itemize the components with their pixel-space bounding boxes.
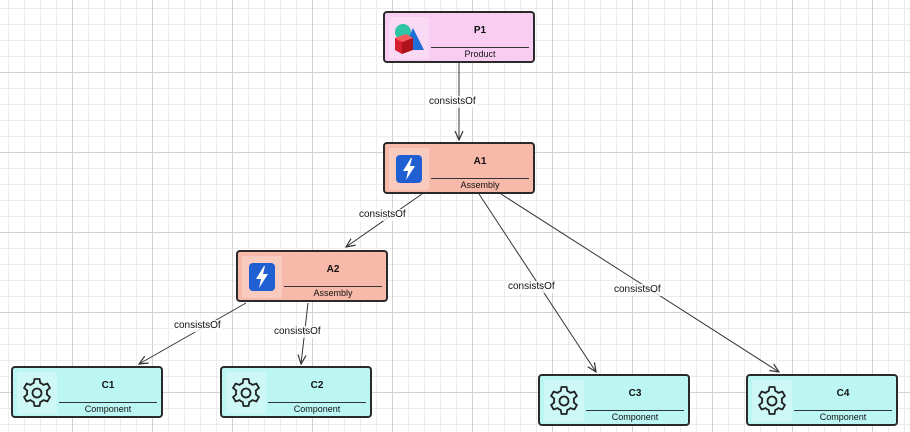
node-a2[interactable]: A2 Assembly	[236, 250, 388, 302]
assembly-icon-box	[242, 256, 282, 298]
node-c3[interactable]: C3 Component	[538, 374, 690, 426]
edge-label-a1-a2: consistsOf	[358, 209, 407, 221]
node-p1[interactable]: P1 Product	[383, 11, 535, 63]
node-type: Component	[819, 412, 867, 422]
node-title: C3	[628, 388, 642, 399]
node-c2[interactable]: C2 Component	[220, 366, 372, 418]
node-type: Assembly	[313, 288, 353, 298]
component-icon-box	[544, 380, 584, 422]
edge-a1-c4[interactable]	[500, 193, 779, 372]
component-icon-box	[752, 380, 792, 422]
divider	[586, 410, 684, 411]
gear-icon	[757, 386, 787, 415]
node-type: Component	[84, 404, 132, 414]
gear-icon	[549, 386, 579, 415]
edge-label-a1-c3: consistsOf	[507, 281, 556, 293]
node-title: P1	[473, 25, 487, 36]
gear-icon	[22, 378, 52, 407]
edge-label-a1-c4: consistsOf	[613, 284, 662, 296]
product-shapes-icon	[395, 24, 424, 54]
assembly-icon-box	[389, 148, 429, 190]
node-type: Component	[293, 404, 341, 414]
node-title: A1	[473, 156, 487, 167]
edge-label-p1-a1: consistsOf	[428, 96, 477, 108]
divider	[59, 402, 157, 403]
node-type: Assembly	[460, 180, 500, 190]
node-title: A2	[326, 264, 340, 275]
edge-a2-c1[interactable]	[139, 302, 247, 364]
divider	[268, 402, 366, 403]
node-title: C1	[101, 380, 115, 391]
lightning-bolt-icon	[249, 263, 275, 291]
edge-label-a2-c2: consistsOf	[273, 326, 322, 338]
component-icon-box	[17, 372, 57, 414]
gear-icon	[231, 378, 261, 407]
node-title: C2	[310, 380, 324, 391]
divider	[431, 47, 529, 48]
node-a1[interactable]: A1 Assembly	[383, 142, 535, 194]
edge-label-a2-c1: consistsOf	[173, 320, 222, 332]
divider	[284, 286, 382, 287]
node-type: Product	[464, 49, 496, 59]
divider	[431, 178, 529, 179]
node-type: Component	[611, 412, 659, 422]
divider	[794, 410, 892, 411]
node-c1[interactable]: C1 Component	[11, 366, 163, 418]
lightning-bolt-icon	[396, 155, 422, 183]
node-title: C4	[836, 388, 850, 399]
product-icon-box	[389, 17, 429, 59]
component-icon-box	[226, 372, 266, 414]
node-c4[interactable]: C4 Component	[746, 374, 898, 426]
